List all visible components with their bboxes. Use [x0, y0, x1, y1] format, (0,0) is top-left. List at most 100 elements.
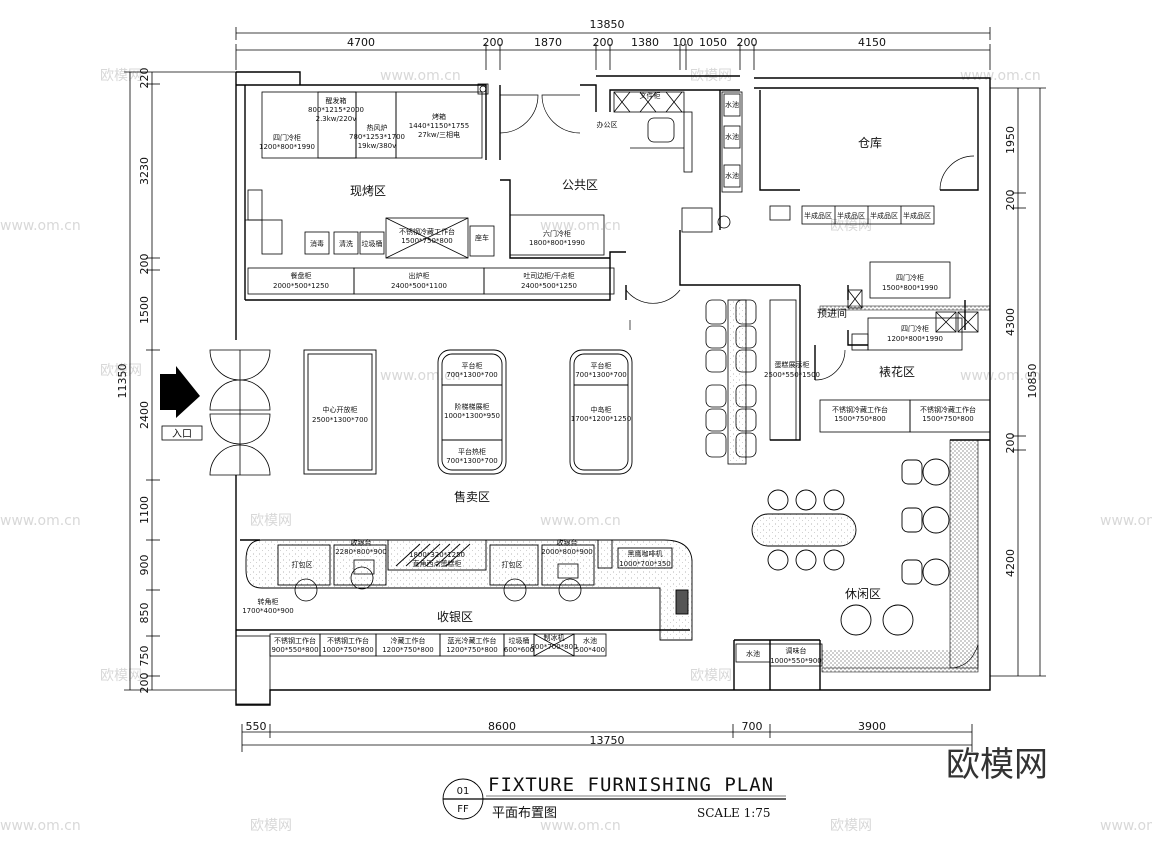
left-dimensions	[124, 71, 236, 691]
walls	[235, 71, 991, 706]
worktable3-name: 冷藏工作台	[391, 636, 426, 645]
fridge4-name: 四门冷柜	[273, 133, 301, 142]
office-cabinet: 文件柜	[640, 91, 661, 100]
hot-platform-name: 平台热柜	[458, 447, 486, 456]
zone-decor: 裱花区	[879, 364, 915, 379]
zone-sales: 售卖区	[454, 489, 490, 504]
ss-fridge-c-size: 1500*750*800	[922, 415, 974, 423]
proof-size: 800*1215*2000	[308, 106, 364, 114]
sales-area	[303, 349, 633, 475]
watermark-url: www.om.cn	[0, 218, 81, 234]
leisure-area	[751, 458, 950, 636]
title-scale: SCALE 1:75	[697, 806, 771, 820]
ss-fridge-table-label: 不锈钢冷藏工作台	[399, 227, 455, 236]
watermark: 欧模网	[830, 818, 872, 834]
cashier-name: 收银台	[351, 538, 372, 547]
hot-platform-size: 700*1300*700	[446, 457, 498, 465]
cashier-labels: 打包区 收银台 2280*800*900 1800*320*1250 直角西点蛋…	[242, 538, 671, 624]
worktable1-name: 不锈钢工作台	[274, 636, 316, 645]
hotair-name: 热风炉	[367, 123, 388, 132]
dim-label: 200	[1004, 433, 1017, 454]
dim-label: 1050	[699, 36, 727, 49]
zone-bake: 现烤区	[350, 183, 386, 198]
top-dimensions	[235, 27, 991, 70]
watermark-url: www.om.cn	[380, 68, 461, 84]
dim-label: 200	[138, 254, 151, 275]
fridge4b-size: 1500*800*1990	[882, 284, 938, 292]
seasoning-size: 1000*550*900	[770, 657, 822, 665]
entrance-label: 入口	[172, 429, 192, 440]
fridge4-size: 1200*800*1990	[259, 143, 315, 151]
seasoning-name: 调味台	[786, 646, 807, 655]
pack-label: 打包区	[502, 560, 523, 569]
worktable1-size: 900*550*800	[271, 646, 318, 654]
dim-label: 4700	[347, 36, 375, 49]
corner-size: 1700*400*900	[242, 607, 294, 615]
zone-prep: 预进间	[817, 307, 847, 320]
watermark: 欧模网	[100, 68, 142, 84]
dim-label: 1950	[1004, 126, 1017, 154]
ice-size: 800*700*800	[530, 643, 577, 651]
cashier-counter	[245, 539, 693, 641]
dim-label: 200	[737, 36, 758, 49]
worktable2-size: 1000*750*800	[322, 646, 374, 654]
fridge6-name: 六门冷柜	[543, 229, 571, 238]
fridge4c-size: 1200*800*1990	[887, 335, 943, 343]
doors	[499, 94, 975, 381]
hotair-power: 19kw/380v	[358, 142, 397, 150]
top-dimension-labels: 13850 4700 200 1870 200 1380 100 1050 20…	[347, 18, 886, 49]
trash2-name: 垃圾桶	[509, 636, 530, 645]
fridge4b-name: 四门冷柜	[896, 273, 924, 282]
dim-label: 2400	[138, 401, 151, 429]
cashier2-size: 2000*800*900	[541, 548, 593, 556]
fridge6-size: 1800*800*1990	[529, 239, 585, 247]
entrance-doors	[209, 349, 271, 476]
dim-label: 4300	[1004, 308, 1017, 336]
watermark-url: www.om.cn	[0, 818, 81, 834]
dotted-partition	[819, 305, 991, 311]
watermark: 欧模网	[690, 668, 732, 684]
disinfect-label: 消毒	[310, 239, 324, 248]
dim-label: 4200	[1004, 549, 1017, 577]
decor-labels: 预进间 裱花区 四门冷柜 1500*800*1990 四门冷柜 1200*800…	[764, 273, 976, 423]
title-code: FF	[457, 804, 469, 815]
platform-name: 平台柜	[462, 361, 483, 370]
zone-office: 办公区	[597, 120, 618, 129]
ss-fridge-c-label: 不锈钢冷藏工作台	[920, 405, 976, 414]
coffee-size: 1000*700*350	[619, 560, 671, 568]
proof-power: 2.3kw/220v	[316, 115, 357, 123]
zone-leisure: 休闲区	[845, 587, 881, 601]
semi-product-label: 半成品区	[870, 211, 898, 220]
watermark-url: www.om.cn	[540, 218, 621, 234]
sales-labels: 中心开放柜 2500*1300*700 平台柜 700*1300*700 阶梯梯…	[312, 361, 631, 504]
platform-size: 700*1300*700	[446, 371, 498, 379]
watermark-url: www.om.cn	[960, 368, 1041, 384]
sink-label: 水池	[725, 132, 739, 141]
decor-area	[769, 261, 991, 441]
ss-fridge-table-size: 1500*750*800	[401, 237, 453, 245]
tray-name: 餐盘柜	[291, 271, 312, 280]
dim-label: 750	[138, 646, 151, 667]
dim-label: 220	[138, 68, 151, 89]
corner-name: 转角柜	[258, 597, 279, 606]
watermark: 欧模网	[830, 218, 872, 234]
coffee-name: 黑鹰咖啡机	[628, 549, 663, 558]
zone-warehouse: 仓库	[858, 135, 882, 150]
dim-label: 1380	[631, 36, 659, 49]
island-platform-size: 700*1300*700	[575, 371, 627, 379]
watermark-url: www.om.cn	[960, 68, 1041, 84]
dim-label: 8600	[488, 720, 516, 733]
outlet-size: 2400*500*1100	[391, 282, 447, 290]
pack-label: 打包区	[292, 560, 313, 569]
warehouse-labels: 仓库 半成品区 半成品区 半成品区 半成品区	[804, 135, 931, 220]
dotted-wall-right	[949, 439, 979, 669]
dim-top-total: 13850	[590, 18, 625, 31]
island-size: 1700*1200*1250	[571, 415, 631, 423]
title-block: 01 FF FIXTURE FURNISHING PLAN 平面布置图 SCAL…	[442, 774, 786, 821]
semi-product-label: 半成品区	[903, 211, 931, 220]
ice-name: 制冰机	[544, 633, 565, 642]
dim-label: 3900	[858, 720, 886, 733]
dotted-floor	[822, 650, 972, 670]
worktable2-name: 不锈钢工作台	[327, 636, 369, 645]
sink3-name: 水池	[746, 649, 760, 658]
